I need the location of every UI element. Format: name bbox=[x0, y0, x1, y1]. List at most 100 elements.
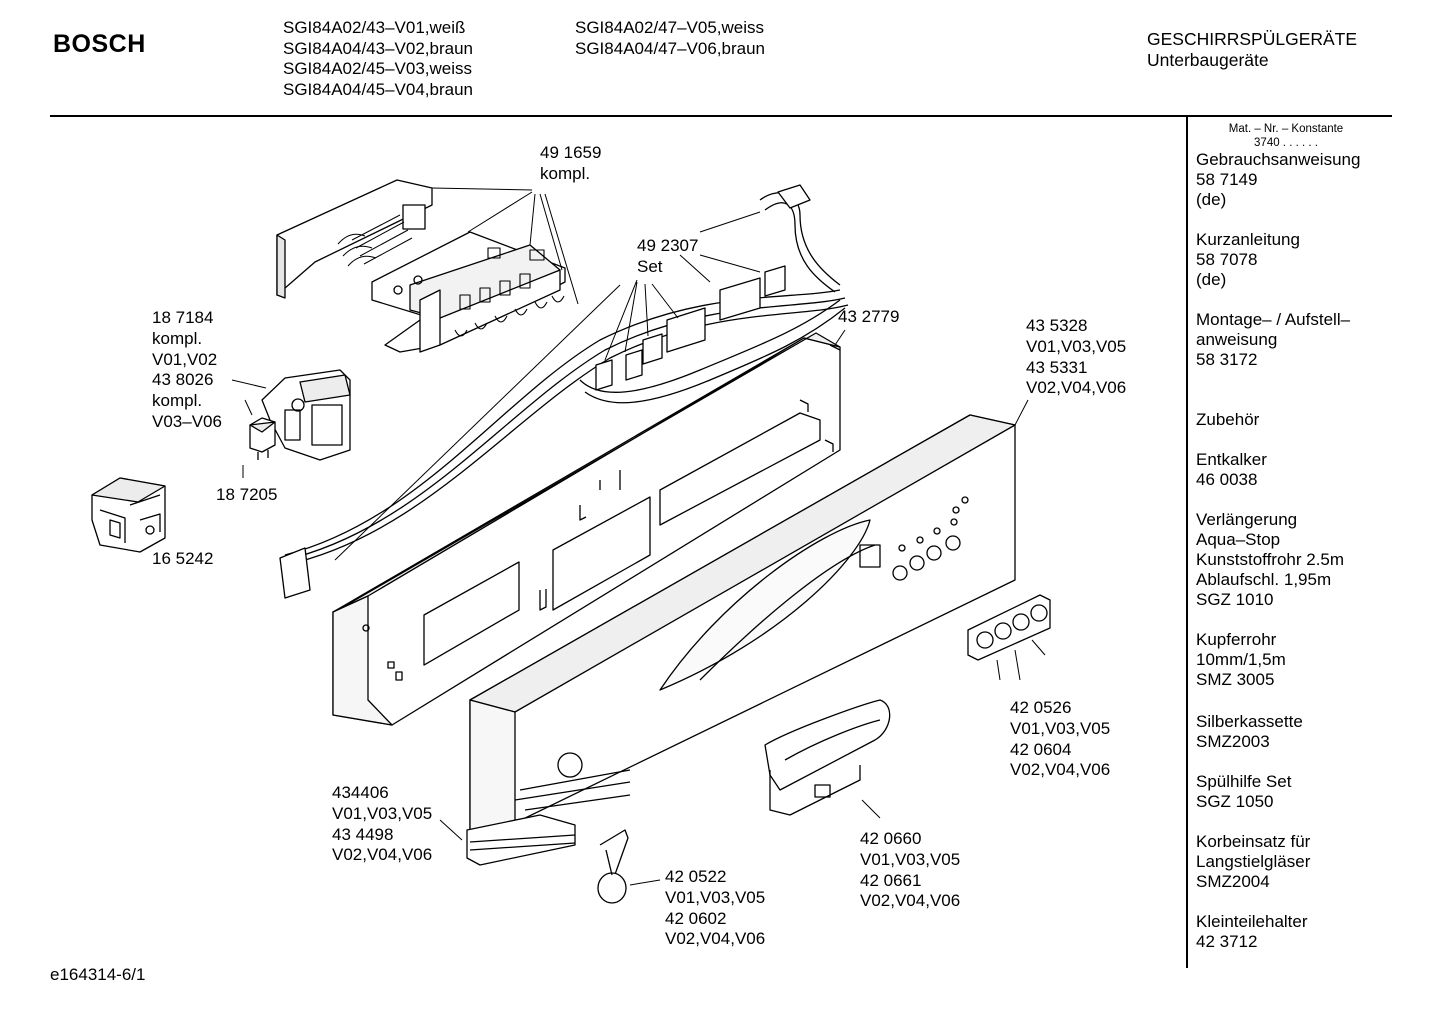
part-number: 49 2307 bbox=[637, 236, 699, 255]
model-line: SGI84A04/43–V02,braun bbox=[283, 38, 473, 58]
accessory-detail: 58 7149 bbox=[1196, 170, 1258, 189]
module-187184 bbox=[261, 369, 351, 461]
part-variant: V01,V03,V05 bbox=[332, 803, 433, 823]
accessory-detail: SMZ 3005 bbox=[1196, 670, 1275, 689]
accessory-name: Kleinteilehalter bbox=[1196, 912, 1308, 931]
accessory-detail: Ablaufschl. 1,95m bbox=[1196, 570, 1332, 589]
part-number: 42 0602 bbox=[665, 908, 727, 928]
label-187205: 18 7205 bbox=[216, 485, 277, 506]
part-number: 43 2779 bbox=[838, 307, 900, 326]
model-line: SGI84A02/45–V03,weiss bbox=[283, 59, 473, 78]
model-line: SGI84A04/45–V04,braun bbox=[283, 79, 473, 99]
control-frame bbox=[332, 332, 841, 726]
part-note: kompl. bbox=[540, 163, 591, 183]
part-number: 42 0522 bbox=[665, 867, 727, 886]
control-board-assembly bbox=[276, 179, 566, 353]
model-list-1: SGI84A02/43–V01,weiß SGI84A04/43–V02,bra… bbox=[283, 18, 473, 100]
door-handle bbox=[764, 699, 891, 816]
part-variant: V02,V04,V06 bbox=[1026, 378, 1127, 398]
accessory-detail: 58 7078 bbox=[1196, 250, 1258, 269]
accessory-name: Verlängerung bbox=[1196, 510, 1298, 529]
part-variant: V01,V02 bbox=[152, 349, 218, 369]
accessory-name: Gebrauchsanweisung bbox=[1196, 150, 1361, 169]
accessory-detail: 10mm/1,5m bbox=[1196, 650, 1286, 669]
cable-harness bbox=[279, 184, 849, 599]
label-434406: 434406 V01,V03,V05 43 4498 V02,V04,V06 bbox=[332, 783, 432, 866]
front-panel bbox=[469, 414, 1016, 841]
part-note: kompl. bbox=[152, 391, 203, 411]
part-variant: V02,V04,V06 bbox=[860, 891, 961, 911]
accessory-detail: SGZ 1010 bbox=[1196, 590, 1274, 609]
accessory-name: Spülhilfe Set bbox=[1196, 772, 1292, 791]
label-432779: 43 2779 bbox=[838, 307, 899, 328]
label-492307: 49 2307 Set bbox=[637, 236, 698, 278]
accessory-name: Zubehör bbox=[1196, 410, 1260, 429]
accessory-detail: SMZ2003 bbox=[1196, 732, 1270, 751]
label-491659: 49 1659 kompl. bbox=[540, 143, 601, 185]
constant-label: Mat. – Nr. – Konstante bbox=[1228, 123, 1344, 135]
accessory-name: Montage– / Aufstell– bbox=[1196, 310, 1351, 329]
part-number: 42 0604 bbox=[1010, 739, 1072, 759]
part-number: 16 5242 bbox=[152, 549, 214, 568]
part-note: Set bbox=[637, 256, 663, 276]
part-variant: V01,V03,V05 bbox=[665, 887, 766, 907]
accessory-name: Kupferrohr bbox=[1196, 630, 1277, 649]
part-number: 43 5328 bbox=[1026, 316, 1088, 335]
category-title: GESCHIRRSPÜLGERÄTE Unterbaugeräte bbox=[1147, 29, 1357, 71]
button-strip bbox=[967, 594, 1051, 661]
accessory-detail: 42 3712 bbox=[1196, 932, 1258, 951]
accessory-detail: 58 3172 bbox=[1196, 350, 1258, 369]
subcategory-label: Unterbaugeräte bbox=[1147, 50, 1269, 70]
accessory-name: Entkalker bbox=[1196, 450, 1267, 469]
accessory-name: Kurzanleitung bbox=[1196, 230, 1300, 249]
label-420522: 42 0522 V01,V03,V05 42 0602 V02,V04,V06 bbox=[665, 867, 765, 950]
accessory-detail: SMZ2004 bbox=[1196, 872, 1270, 891]
part-variant: V03–V06 bbox=[152, 411, 222, 431]
label-165242: 16 5242 bbox=[152, 549, 213, 570]
part-variant: V01,V03,V05 bbox=[1010, 718, 1111, 738]
header-divider bbox=[50, 115, 1392, 117]
part-variant: V02,V04,V06 bbox=[1010, 760, 1111, 780]
part-number: 43 4498 bbox=[332, 824, 394, 844]
accessory-detail: (de) bbox=[1196, 190, 1227, 209]
label-420660: 42 0660 V01,V03,V05 42 0661 V02,V04,V06 bbox=[860, 829, 960, 912]
part-variant: V02,V04,V06 bbox=[665, 929, 766, 949]
part-number: 42 0661 bbox=[860, 870, 922, 890]
part-number: 43 5331 bbox=[1026, 357, 1088, 377]
relay-187205 bbox=[249, 417, 276, 460]
part-number: 434406 bbox=[332, 783, 389, 802]
model-line: SGI84A02/47–V05,weiss bbox=[575, 18, 765, 37]
part-variant: V01,V03,V05 bbox=[1026, 336, 1127, 356]
label-187184: 18 7184 kompl. V01,V02 43 8026 kompl. V0… bbox=[152, 308, 222, 433]
accessory-detail: SGZ 1050 bbox=[1196, 792, 1274, 811]
part-variant: V01,V03,V05 bbox=[860, 849, 961, 869]
part-note: kompl. bbox=[152, 328, 203, 348]
accessory-detail: Kunststoffrohr 2.5m bbox=[1196, 550, 1345, 569]
leader-lines bbox=[231, 187, 1046, 886]
part-number: 18 7184 bbox=[152, 308, 214, 327]
accessory-detail: (de) bbox=[1196, 270, 1227, 289]
model-line: SGI84A02/43–V01,weiß bbox=[283, 18, 466, 37]
model-list-2: SGI84A02/47–V05,weiss SGI84A04/47–V06,br… bbox=[575, 18, 765, 59]
part-number: 49 1659 bbox=[540, 143, 602, 162]
category-label: GESCHIRRSPÜLGERÄTE bbox=[1147, 29, 1358, 49]
brand-logo: BOSCH bbox=[53, 30, 146, 58]
accessory-detail: Aqua–Stop bbox=[1196, 530, 1281, 549]
accessory-name: Korbeinsatz für bbox=[1196, 832, 1311, 851]
knob-assembly bbox=[597, 829, 629, 904]
sidebar-divider bbox=[1186, 117, 1188, 968]
accessory-detail: anweisung bbox=[1196, 330, 1278, 349]
label-420526: 42 0526 V01,V03,V05 42 0604 V02,V04,V06 bbox=[1010, 698, 1110, 781]
constant-value: 3740 . . . . . . bbox=[1254, 137, 1318, 149]
part-number: 42 0660 bbox=[860, 829, 922, 848]
part-variant: V02,V04,V06 bbox=[332, 845, 433, 865]
block-165242 bbox=[91, 477, 166, 553]
